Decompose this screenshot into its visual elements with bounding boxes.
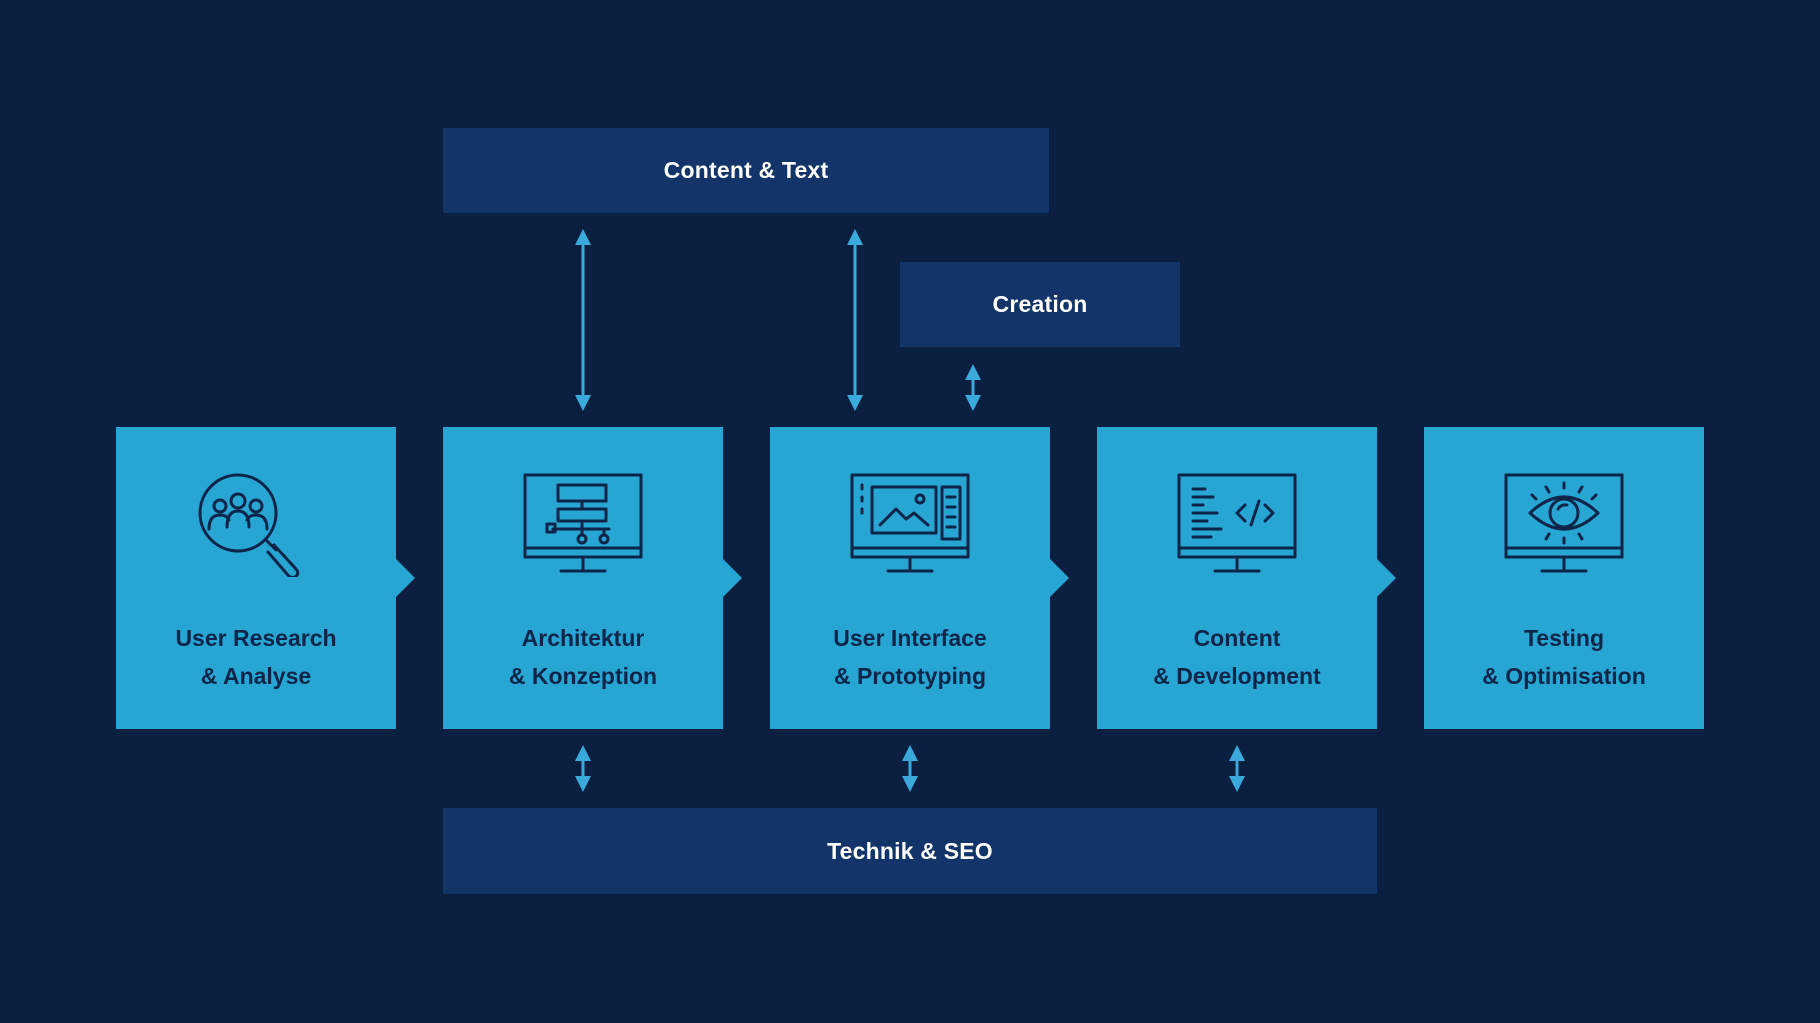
users-magnifier-icon bbox=[196, 473, 316, 577]
step-label: User Research & Analyse bbox=[175, 625, 337, 689]
double-arrow-top-left bbox=[575, 229, 591, 411]
step-label: Architektur & Konzeption bbox=[508, 625, 658, 689]
creation-bar: Creation bbox=[900, 262, 1180, 347]
step-testing-optimisation: Testing & Optimisation bbox=[1424, 427, 1704, 729]
ui-prototype-monitor-icon bbox=[850, 473, 970, 577]
code-monitor-icon bbox=[1177, 473, 1297, 577]
content-text-label: Content & Text bbox=[663, 157, 829, 183]
step-label: Testing & Optimisation bbox=[1482, 625, 1646, 689]
double-arrow-top-middle bbox=[847, 229, 863, 411]
step-label: Content & Development bbox=[1153, 625, 1321, 689]
double-arrow-bottom-middle bbox=[902, 745, 918, 792]
technik-seo-label: Technik & SEO bbox=[827, 837, 993, 864]
double-arrow-bottom-left bbox=[575, 745, 591, 792]
technik-seo-bar: Technik & SEO bbox=[443, 808, 1377, 894]
double-arrow-bottom-right bbox=[1229, 745, 1245, 792]
content-text-bar: Content & Text bbox=[443, 128, 1049, 213]
step-user-interface: User Interface & Prototyping bbox=[770, 427, 1069, 729]
step-user-research: User Research & Analyse bbox=[116, 427, 415, 729]
step-label: User Interface & Prototyping bbox=[833, 625, 987, 689]
eye-monitor-icon bbox=[1504, 473, 1624, 577]
double-arrow-creation bbox=[965, 364, 981, 411]
step-architektur: Architektur & Konzeption bbox=[443, 427, 742, 729]
creation-label: Creation bbox=[992, 291, 1088, 317]
step-content-development: Content & Development bbox=[1097, 427, 1396, 729]
sitemap-monitor-icon bbox=[523, 473, 643, 577]
